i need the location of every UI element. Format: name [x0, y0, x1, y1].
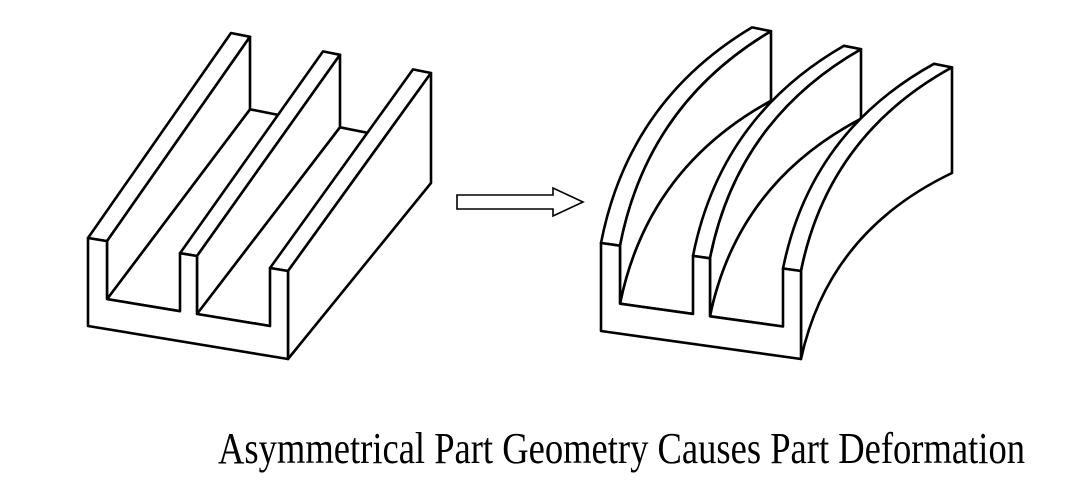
original-straight-part: [86, 31, 433, 361]
straight-part-left-wall-inner-face: [105, 35, 252, 301]
straight-part-right-wall-outer-face: [286, 71, 433, 361]
deformed-part-front-cross-section: [599, 241, 803, 361]
straight-part-front-cross-section: [86, 236, 290, 361]
deformed-curved-part: [599, 26, 954, 361]
figure-caption: Asymmetrical Part Geometry Causes Part D…: [218, 424, 1025, 473]
transition-arrow: [456, 186, 585, 218]
deformed-part-right-wall-outer-face: [799, 66, 954, 361]
